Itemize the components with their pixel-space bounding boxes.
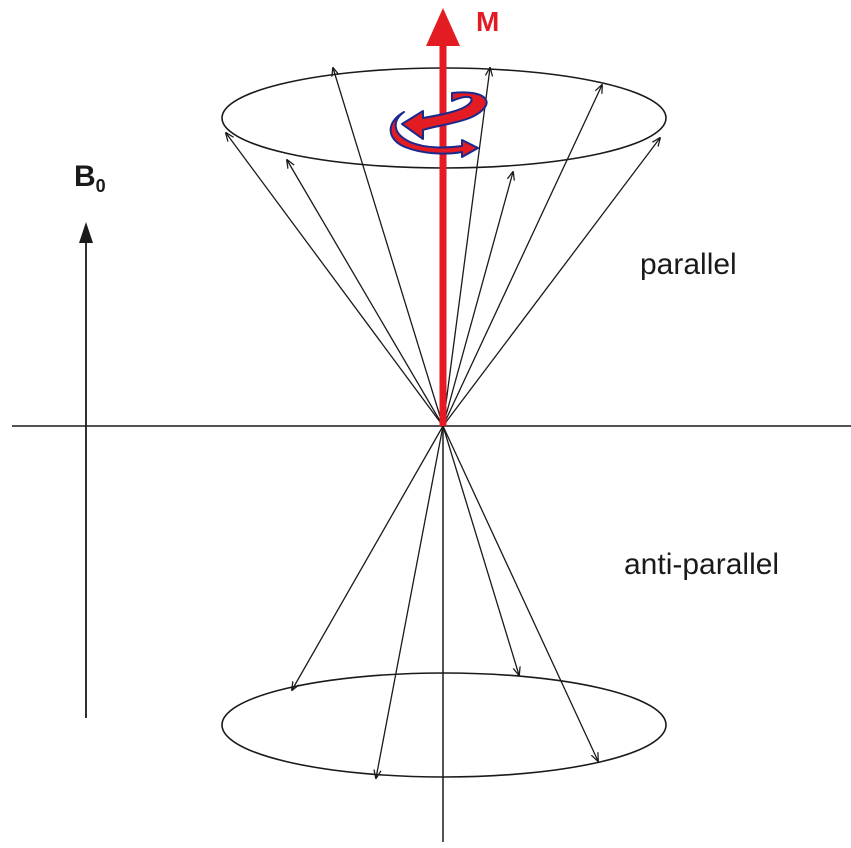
spin-vector xyxy=(442,172,513,427)
spin-vector xyxy=(287,160,444,427)
spin-vector xyxy=(442,425,598,761)
b0-label-subscript: 0 xyxy=(95,176,106,196)
spin-vector xyxy=(292,425,444,690)
spin-vector xyxy=(333,68,444,427)
net-magnetization-arrow xyxy=(426,8,460,426)
spin-vector xyxy=(442,138,660,427)
precession-rotation-icon xyxy=(389,91,488,158)
spin-vector xyxy=(226,133,444,427)
spin-vector xyxy=(442,85,602,427)
b0-label: B0 xyxy=(74,160,106,197)
b0-label-main: B xyxy=(74,160,96,193)
spin-vector xyxy=(376,425,444,778)
anti-parallel-label: anti-parallel xyxy=(624,548,780,581)
parallel-label: parallel xyxy=(640,248,737,281)
magnetization-label: M xyxy=(476,6,500,37)
parallel-spin-vectors xyxy=(226,68,660,427)
anti-parallel-precession-cone xyxy=(221,672,667,778)
spin-vector xyxy=(442,68,490,427)
spin-vector xyxy=(442,425,519,675)
b0-field-arrow xyxy=(79,222,93,718)
anti-parallel-spin-vectors xyxy=(292,425,598,778)
